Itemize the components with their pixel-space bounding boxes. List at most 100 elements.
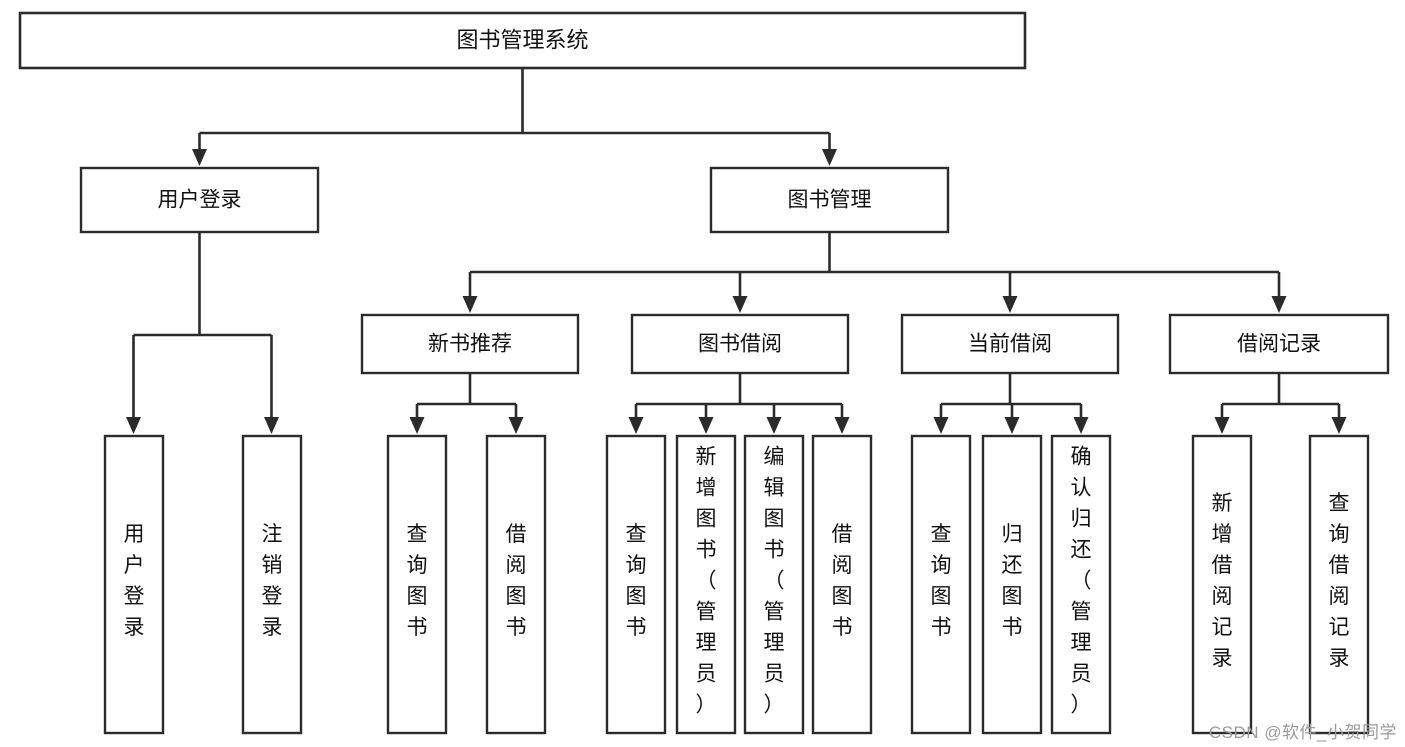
node-label-char: 归 [1071,508,1092,531]
node-label-char: 记 [1329,616,1350,639]
arrow-head-icon [834,417,850,434]
node-label-char: 管 [696,601,717,624]
arrow-head-icon [1004,417,1020,434]
node-root[interactable]: 图书管理系统 [18,11,1027,70]
node-label-char: 图 [506,585,527,608]
arrow-head-icon [698,417,714,434]
node-label-char: 查 [626,523,647,546]
node-label-char: 询 [626,554,647,577]
node-label: 新书推荐 [428,333,512,356]
node-box[interactable] [630,313,850,375]
arrow-head-icon [1073,417,1089,434]
node-box[interactable] [18,11,1027,70]
arrow-head-icon [126,417,141,434]
node-current-borrow[interactable]: 当前借阅 [900,313,1120,375]
node-label-char: 阅 [1329,585,1350,608]
node-label-char: 编 [764,446,785,469]
arrow-head-icon [409,417,425,434]
node-label-char: 登 [124,585,145,608]
arrow-head-icon [1271,296,1287,313]
node-label-char: 书 [832,616,853,639]
node-label-char: 图 [931,585,952,608]
node-label-char: 录 [1329,647,1350,670]
node-label-char: 书 [696,539,717,562]
node-label-char: 图 [407,585,428,608]
node-label-char: 录 [262,616,283,639]
node-label-char: 确 [1071,446,1092,469]
node-label-char: 户 [124,554,145,577]
node-label-char: 书 [407,616,428,639]
node-label-char: 书 [764,539,785,562]
node-box[interactable] [485,434,547,735]
node-book-borrow[interactable]: 图书借阅 [630,313,850,375]
node-label-char: 图 [764,508,785,531]
node-box[interactable] [910,434,972,735]
node-box[interactable] [1168,313,1390,375]
node-user-login[interactable]: 用户登录 [79,166,320,234]
node-label-char: 员 [1071,663,1092,686]
node-box[interactable] [386,434,448,735]
node-box[interactable] [1191,434,1253,735]
node-box[interactable] [360,313,580,375]
node-box[interactable] [241,434,303,735]
node-label-char: 还 [1071,539,1092,562]
node-label-char: 阅 [506,554,527,577]
node-book-management[interactable]: 图书管理 [709,166,950,234]
node-label-char: 登 [262,585,283,608]
node-label-char: 查 [1329,492,1350,515]
arrow-head-icon [1331,417,1347,434]
node-box[interactable] [1308,434,1370,735]
node-label: 当前借阅 [968,333,1052,356]
node-label-char: 书 [1002,616,1023,639]
node-label-char: 书 [506,616,527,639]
node-label-char: 理 [764,632,785,655]
node-label-char: 询 [407,554,428,577]
node-label-char: 借 [506,523,527,546]
node-borrow-records[interactable]: 借阅记录 [1168,313,1390,375]
arrow-head-icon [732,296,748,313]
node-label-char: ） [764,694,785,717]
node-box[interactable] [1050,434,1112,735]
arrow-head-icon [508,417,524,434]
node-box[interactable] [709,166,950,234]
node-label-char: 录 [1212,647,1233,670]
node-box[interactable] [743,434,805,735]
node-box[interactable] [811,434,873,735]
node-box[interactable] [103,434,165,735]
node-box[interactable] [605,434,667,735]
node-label-char: 理 [696,632,717,655]
arrow-head-icon [933,417,949,434]
node-label-char: 阅 [1212,585,1233,608]
nodes-layer: 图书管理系统用户登录图书管理新书推荐图书借阅当前借阅借阅记录用户登录注销登录查询… [18,11,1390,735]
node-label-char: （ [696,570,717,593]
node-leaf-user-login[interactable]: 用户登录 [103,434,165,735]
node-box[interactable] [675,434,737,735]
arrow-head-icon [1002,296,1018,313]
node-label: 图书管理系统 [456,27,588,52]
node-label-char: 员 [696,663,717,686]
node-box[interactable] [79,166,320,234]
node-label-char: 理 [1071,632,1092,655]
node-box[interactable] [900,313,1120,375]
node-label-char: 图 [1002,585,1023,608]
node-label-char: 管 [1071,601,1092,624]
node-box[interactable] [981,434,1043,735]
node-label-char: 辑 [764,477,785,500]
node-label-char: 增 [696,477,717,500]
node-label-char: 借 [1212,554,1233,577]
node-new-book-recommend[interactable]: 新书推荐 [360,313,580,375]
